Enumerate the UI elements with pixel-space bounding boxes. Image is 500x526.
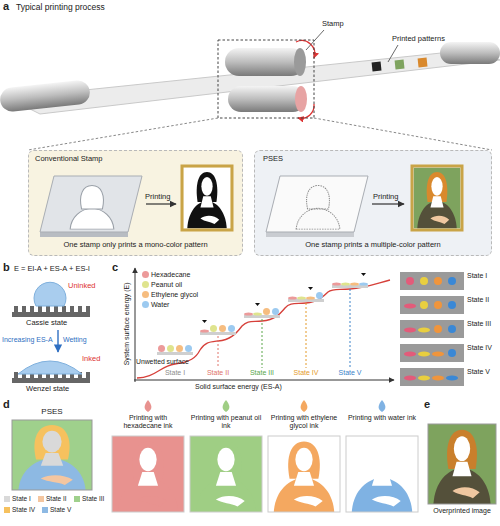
axis-label: Solid surface energy (ES-A) <box>195 383 282 391</box>
printing-machine <box>0 30 500 150</box>
image-title: Printing with peanut oil ink <box>190 414 262 430</box>
image-title: Printing with hexadecane ink <box>112 414 184 430</box>
image-title: Printing with ethylene glycol ink <box>268 414 340 430</box>
stamp-panel: Conventional StampPrintingOne stamp only… <box>28 150 243 256</box>
panel-letter: a <box>3 0 9 12</box>
panel-caption: One stamp only prints a mono-color patte… <box>29 241 242 250</box>
legend-swatch <box>142 271 149 278</box>
panel-heading: Conventional Stamp <box>35 155 103 164</box>
legend-text: State III <box>82 495 104 502</box>
legend-entry: State I <box>4 495 31 502</box>
part-label: Printed patterns <box>392 35 445 43</box>
legend-swatch <box>74 496 80 502</box>
wetting-states-art <box>12 282 90 383</box>
legend-entry: Hexadecane <box>142 271 190 278</box>
legend-entry: State IV <box>4 506 35 513</box>
legend-text: State I <box>12 495 31 502</box>
legend-swatch <box>42 507 48 513</box>
legend-text: State II <box>46 495 67 502</box>
state-label: State V <box>467 368 490 376</box>
plot-note: Unwetted surface <box>136 358 189 366</box>
state-label: State I <box>159 369 191 377</box>
image-title: Printing with water ink <box>346 414 418 422</box>
panel-letter: b <box>3 261 10 273</box>
legend-swatch <box>142 301 149 308</box>
axis-label: System surface energy (E) <box>123 274 131 374</box>
state-label: State II <box>202 369 234 377</box>
legend-text: State IV <box>12 506 35 513</box>
image-title: Overprinted image <box>420 507 500 515</box>
arrow-label: Printing <box>373 193 398 202</box>
legend-swatch <box>4 496 10 502</box>
panel-letter: e <box>424 398 430 410</box>
arrow-label: Printing <box>145 193 170 202</box>
state-name: Cassie state <box>26 319 67 327</box>
panel-title: Typical printing process <box>16 3 105 13</box>
equation: E = El-A + ES-A + ES-l <box>14 265 90 273</box>
energy-plot <box>134 268 394 382</box>
printed-images <box>12 400 418 512</box>
state-label: State II <box>467 296 489 304</box>
part-label: Stamp <box>322 20 344 28</box>
state-note: Inked <box>82 355 100 363</box>
legend-entry: State III <box>74 495 104 502</box>
overprinted-art <box>428 424 496 504</box>
legend-swatch <box>4 507 10 513</box>
state-note: Uninked <box>68 282 96 290</box>
legend-text: State V <box>50 506 71 513</box>
state-label: State I <box>467 272 487 280</box>
legend-text: Hexadecane <box>151 271 190 278</box>
panel-heading: PSES <box>263 155 283 164</box>
legend-entry: Peanut oil <box>142 281 182 288</box>
legend-text: Ethylene glycol <box>151 291 198 298</box>
state-label: State III <box>246 369 278 377</box>
state-label: State III <box>467 320 491 328</box>
process-note: Wetting <box>63 336 87 344</box>
panel-letter: c <box>112 261 118 273</box>
legend-text: Peanut oil <box>151 281 182 288</box>
state-label: State V <box>334 369 366 377</box>
legend-entry: Ethylene glycol <box>142 291 198 298</box>
state-label: State IV <box>290 369 322 377</box>
state-label: State IV <box>467 344 492 352</box>
legend-swatch <box>38 496 44 502</box>
legend-entry: Water <box>142 301 169 308</box>
process-note: Increasing ES-A <box>2 336 53 344</box>
image-title: PSES <box>30 408 74 417</box>
legend-text: Water <box>151 301 169 308</box>
legend-entry: State V <box>42 506 71 513</box>
legend-entry: State II <box>38 495 67 502</box>
legend-swatch <box>142 291 149 298</box>
panel-caption: One stamp prints a multiple-color patter… <box>255 241 491 250</box>
legend-swatch <box>142 281 149 288</box>
state-name: Wenzel state <box>26 385 69 393</box>
stamp-panel: PSES PrintingOne stamp prints a multiple-… <box>254 150 492 256</box>
droplet-photos <box>400 272 464 386</box>
panel-letter: d <box>3 398 10 410</box>
